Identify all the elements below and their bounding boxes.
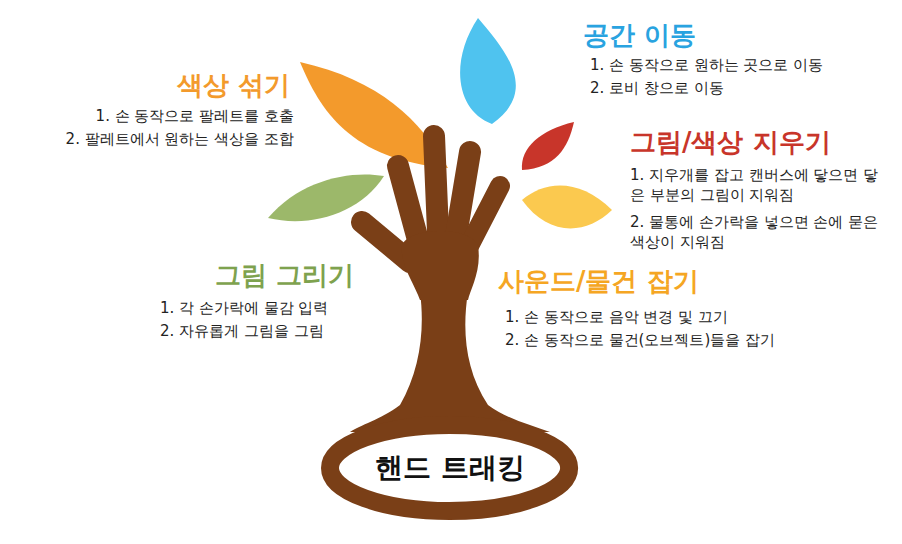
palm xyxy=(402,231,479,300)
item-text: 1. 손 동작으로 원하는 곳으로 이동 xyxy=(590,55,823,75)
section-heading: 공간 이동 xyxy=(583,18,696,53)
item-text: 2. 물통에 손가락을 넣으면 손에 묻은 색상이 지워짐 xyxy=(630,212,880,253)
root-ellipse: 핸드 트래킹 xyxy=(321,416,578,520)
section-heading: 사운드/물건 잡기 xyxy=(498,264,699,299)
item-text: 1. 지우개를 잡고 캔버스에 닿으면 닿은 부분의 그림이 지워짐 xyxy=(630,165,880,206)
blue-leaf xyxy=(460,18,516,124)
item-text: 2. 팔레트에서 원하는 색상을 조합 xyxy=(4,129,294,149)
section-heading: 그림 그리기 xyxy=(215,258,354,293)
item-text: 2. 로비 창으로 이동 xyxy=(590,78,724,98)
item-text: 2. 자유롭게 그림을 그림 xyxy=(160,321,324,341)
section-heading: 그림/색상 지우기 xyxy=(630,125,831,160)
item-text: 2. 손 동작으로 물건(오브젝트)들을 잡기 xyxy=(505,330,775,350)
item-text: 1. 각 손가락에 물감 입력 xyxy=(160,298,328,318)
section-heading: 색상 섞기 xyxy=(160,68,290,103)
red-leaf xyxy=(522,122,574,170)
item-text: 1. 손 동작으로 팔레트를 호출 xyxy=(4,106,294,126)
item-text: 1. 손 동작으로 음악 변경 및 끄기 xyxy=(505,307,728,327)
yellow-leaf xyxy=(522,185,612,228)
node-label: 핸드 트래킹 xyxy=(375,449,525,487)
